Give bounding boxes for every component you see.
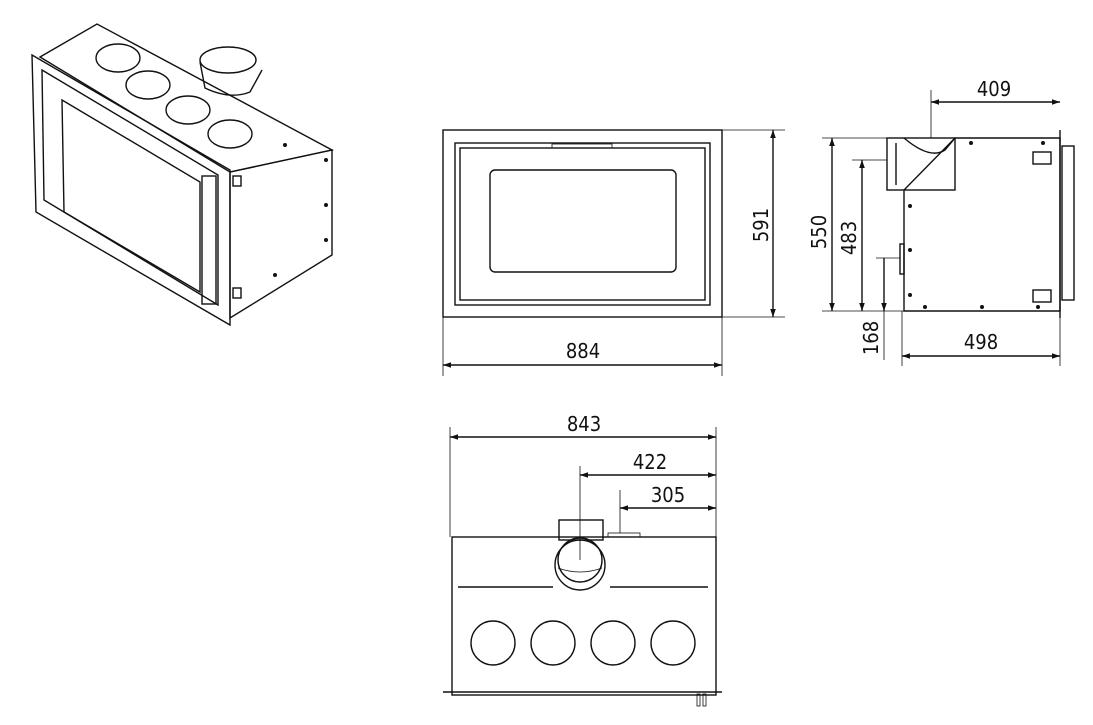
dim-side-height-total: 550 <box>807 215 831 249</box>
top-view: 843 422 305 <box>443 412 722 707</box>
dim-side-depth-bottom: 498 <box>964 330 998 354</box>
dim-top-inlet-offset: 305 <box>651 483 685 507</box>
dim-front-height: 591 <box>749 208 773 242</box>
isometric-view <box>31 23 335 327</box>
dim-top-width: 843 <box>567 412 601 436</box>
dim-side-height-inlet: 168 <box>859 321 883 355</box>
dim-side-height-flue: 483 <box>837 221 861 255</box>
front-view: 591 884 <box>442 129 785 376</box>
dim-front-width: 884 <box>566 339 600 363</box>
dim-top-flue-offset: 422 <box>633 450 667 474</box>
side-view: 409 550 483 168 498 <box>807 77 1075 366</box>
dim-side-depth-top: 409 <box>977 77 1011 101</box>
